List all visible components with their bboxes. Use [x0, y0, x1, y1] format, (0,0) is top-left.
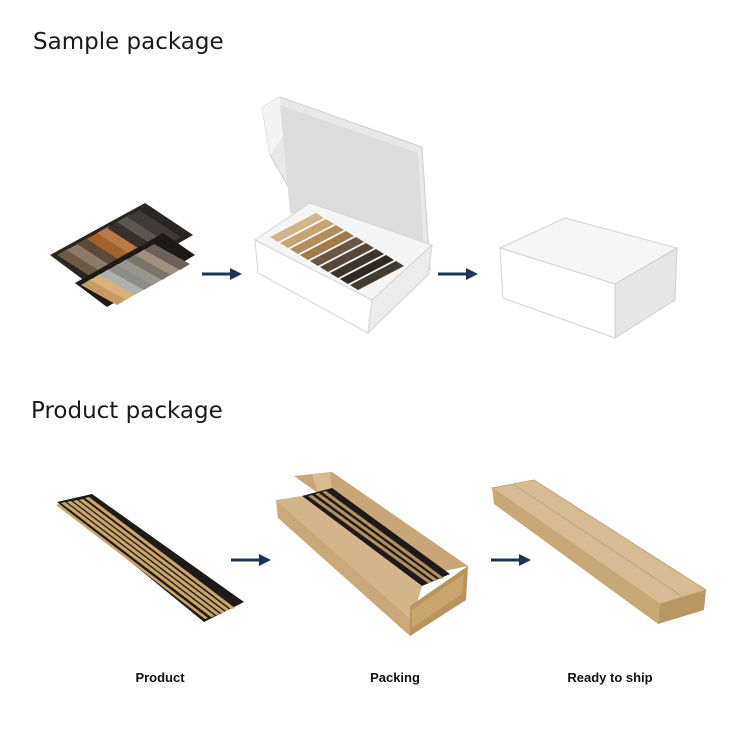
open-sample-box [254, 96, 433, 335]
arrow-right-icon [231, 554, 271, 566]
product-package-title: Product package [31, 398, 223, 424]
closed-sample-box [498, 217, 679, 339]
arrow-right-icon [438, 268, 478, 280]
step-label-ready-to-ship: Ready to ship [567, 670, 653, 685]
sample-package-title: Sample package [33, 29, 224, 55]
sample-swatch-panels [50, 203, 195, 307]
arrow-right-icon [491, 554, 531, 566]
arrow-right-icon [202, 268, 242, 280]
acoustic-slat-panel [56, 494, 244, 622]
ready-kraft-box [490, 479, 708, 624]
packing-kraft-box [276, 472, 468, 636]
step-label-packing: Packing [370, 670, 420, 685]
step-label-product: Product [135, 670, 185, 685]
